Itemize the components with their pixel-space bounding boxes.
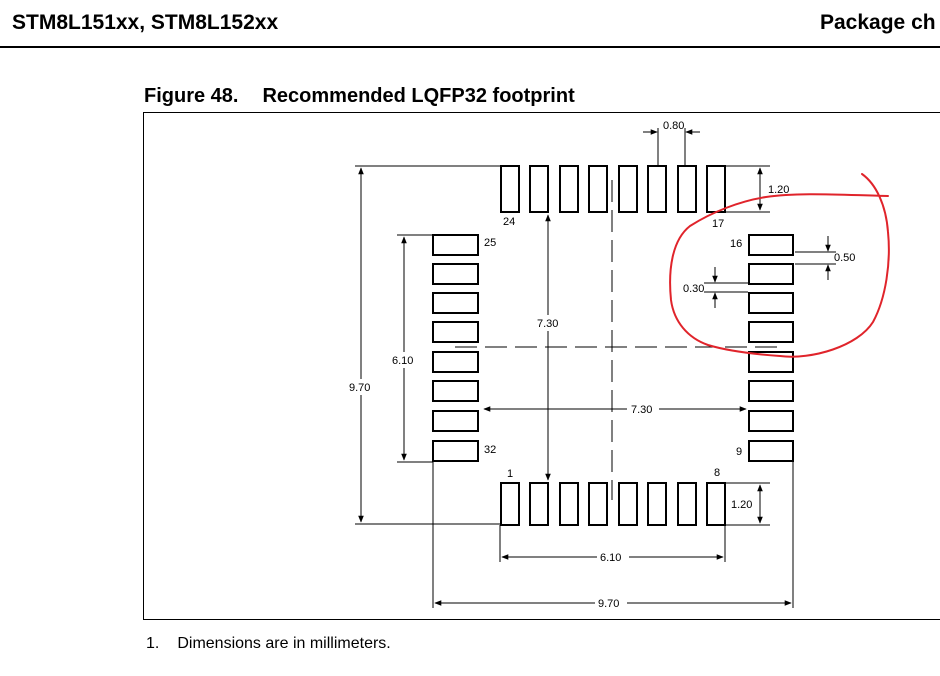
footnote: 1. Dimensions are in millimeters.	[146, 635, 391, 653]
extension-lines	[355, 128, 836, 608]
pin-label-8: 8	[714, 467, 720, 479]
pad-left-31	[432, 410, 479, 432]
footnote-text: Dimensions are in millimeters.	[177, 635, 391, 652]
dim-row-span-left-label: 6.10	[392, 355, 413, 367]
pad-bottom-4	[588, 482, 608, 526]
pad-right-15	[748, 263, 794, 285]
pin-label-32: 32	[484, 444, 496, 456]
dimension-lines	[358, 129, 831, 606]
pad-row-bottom	[500, 482, 726, 526]
pad-bottom-6	[647, 482, 667, 526]
pad-left-26	[432, 263, 479, 285]
pad-left-32	[432, 440, 479, 462]
figure-label: Figure 48.	[144, 85, 239, 107]
pin-label-1: 1	[507, 468, 513, 480]
pad-left-28	[432, 321, 479, 343]
header-left-title: STM8L151xx, STM8L152xx	[12, 11, 279, 34]
pad-right-10	[748, 410, 794, 432]
pad-bottom-2	[529, 482, 549, 526]
dim-outer-vertical-label: 9.70	[349, 382, 370, 394]
center-lines	[455, 180, 780, 500]
pad-top-17	[706, 165, 726, 213]
header-rule	[0, 46, 940, 48]
dim-inner-vertical-label: 7.30	[537, 318, 558, 330]
pad-top-19	[647, 165, 667, 213]
dim-pad-length-top-label: 1.20	[768, 184, 789, 196]
pad-top-22	[559, 165, 579, 213]
pin-label-25: 25	[484, 237, 496, 249]
pad-column-left	[432, 234, 479, 462]
pad-left-25	[432, 234, 479, 256]
pad-left-30	[432, 380, 479, 402]
figure-frame	[143, 112, 940, 620]
dim-inner-horizontal-label: 7.30	[631, 404, 652, 416]
pad-right-16	[748, 234, 794, 256]
pad-bottom-3	[559, 482, 579, 526]
pad-top-24	[500, 165, 520, 213]
pin-label-9: 9	[736, 446, 742, 458]
pin-label-24: 24	[503, 216, 515, 228]
red-highlight-annotation	[669, 173, 890, 358]
pad-right-14	[748, 292, 794, 314]
figure-caption: Recommended LQFP32 footprint	[262, 85, 575, 107]
pad-top-18	[677, 165, 697, 213]
dim-pitch-label: 0.80	[663, 120, 684, 132]
pad-right-11	[748, 380, 794, 402]
pad-top-20	[618, 165, 638, 213]
dim-row-span-bottom-label: 6.10	[600, 552, 621, 564]
pad-bottom-1	[500, 482, 520, 526]
pad-left-29	[432, 351, 479, 373]
dimension-label-backgrounds	[347, 315, 659, 611]
footnote-number: 1.	[146, 635, 160, 652]
pad-right-9	[748, 440, 794, 462]
pad-right-13	[748, 321, 794, 343]
pad-bottom-5	[618, 482, 638, 526]
pad-bottom-8	[706, 482, 726, 526]
dim-outer-horizontal-label: 9.70	[598, 598, 619, 610]
dim-pad-gap-label: 0.30	[683, 283, 704, 295]
figure-title: Figure 48. Recommended LQFP32 footprint	[144, 85, 575, 108]
pad-bottom-7	[677, 482, 697, 526]
pad-top-21	[588, 165, 608, 213]
pad-top-23	[529, 165, 549, 213]
pin-label-17: 17	[712, 218, 724, 230]
pad-column-right	[748, 234, 794, 462]
pin-label-16: 16	[730, 238, 742, 250]
pad-row-top	[500, 165, 726, 213]
dim-pad-width-label: 0.50	[834, 252, 855, 264]
pad-left-27	[432, 292, 479, 314]
header-right-title: Package ch	[820, 11, 936, 34]
dim-pad-length-bottom-label: 1.20	[731, 499, 752, 511]
